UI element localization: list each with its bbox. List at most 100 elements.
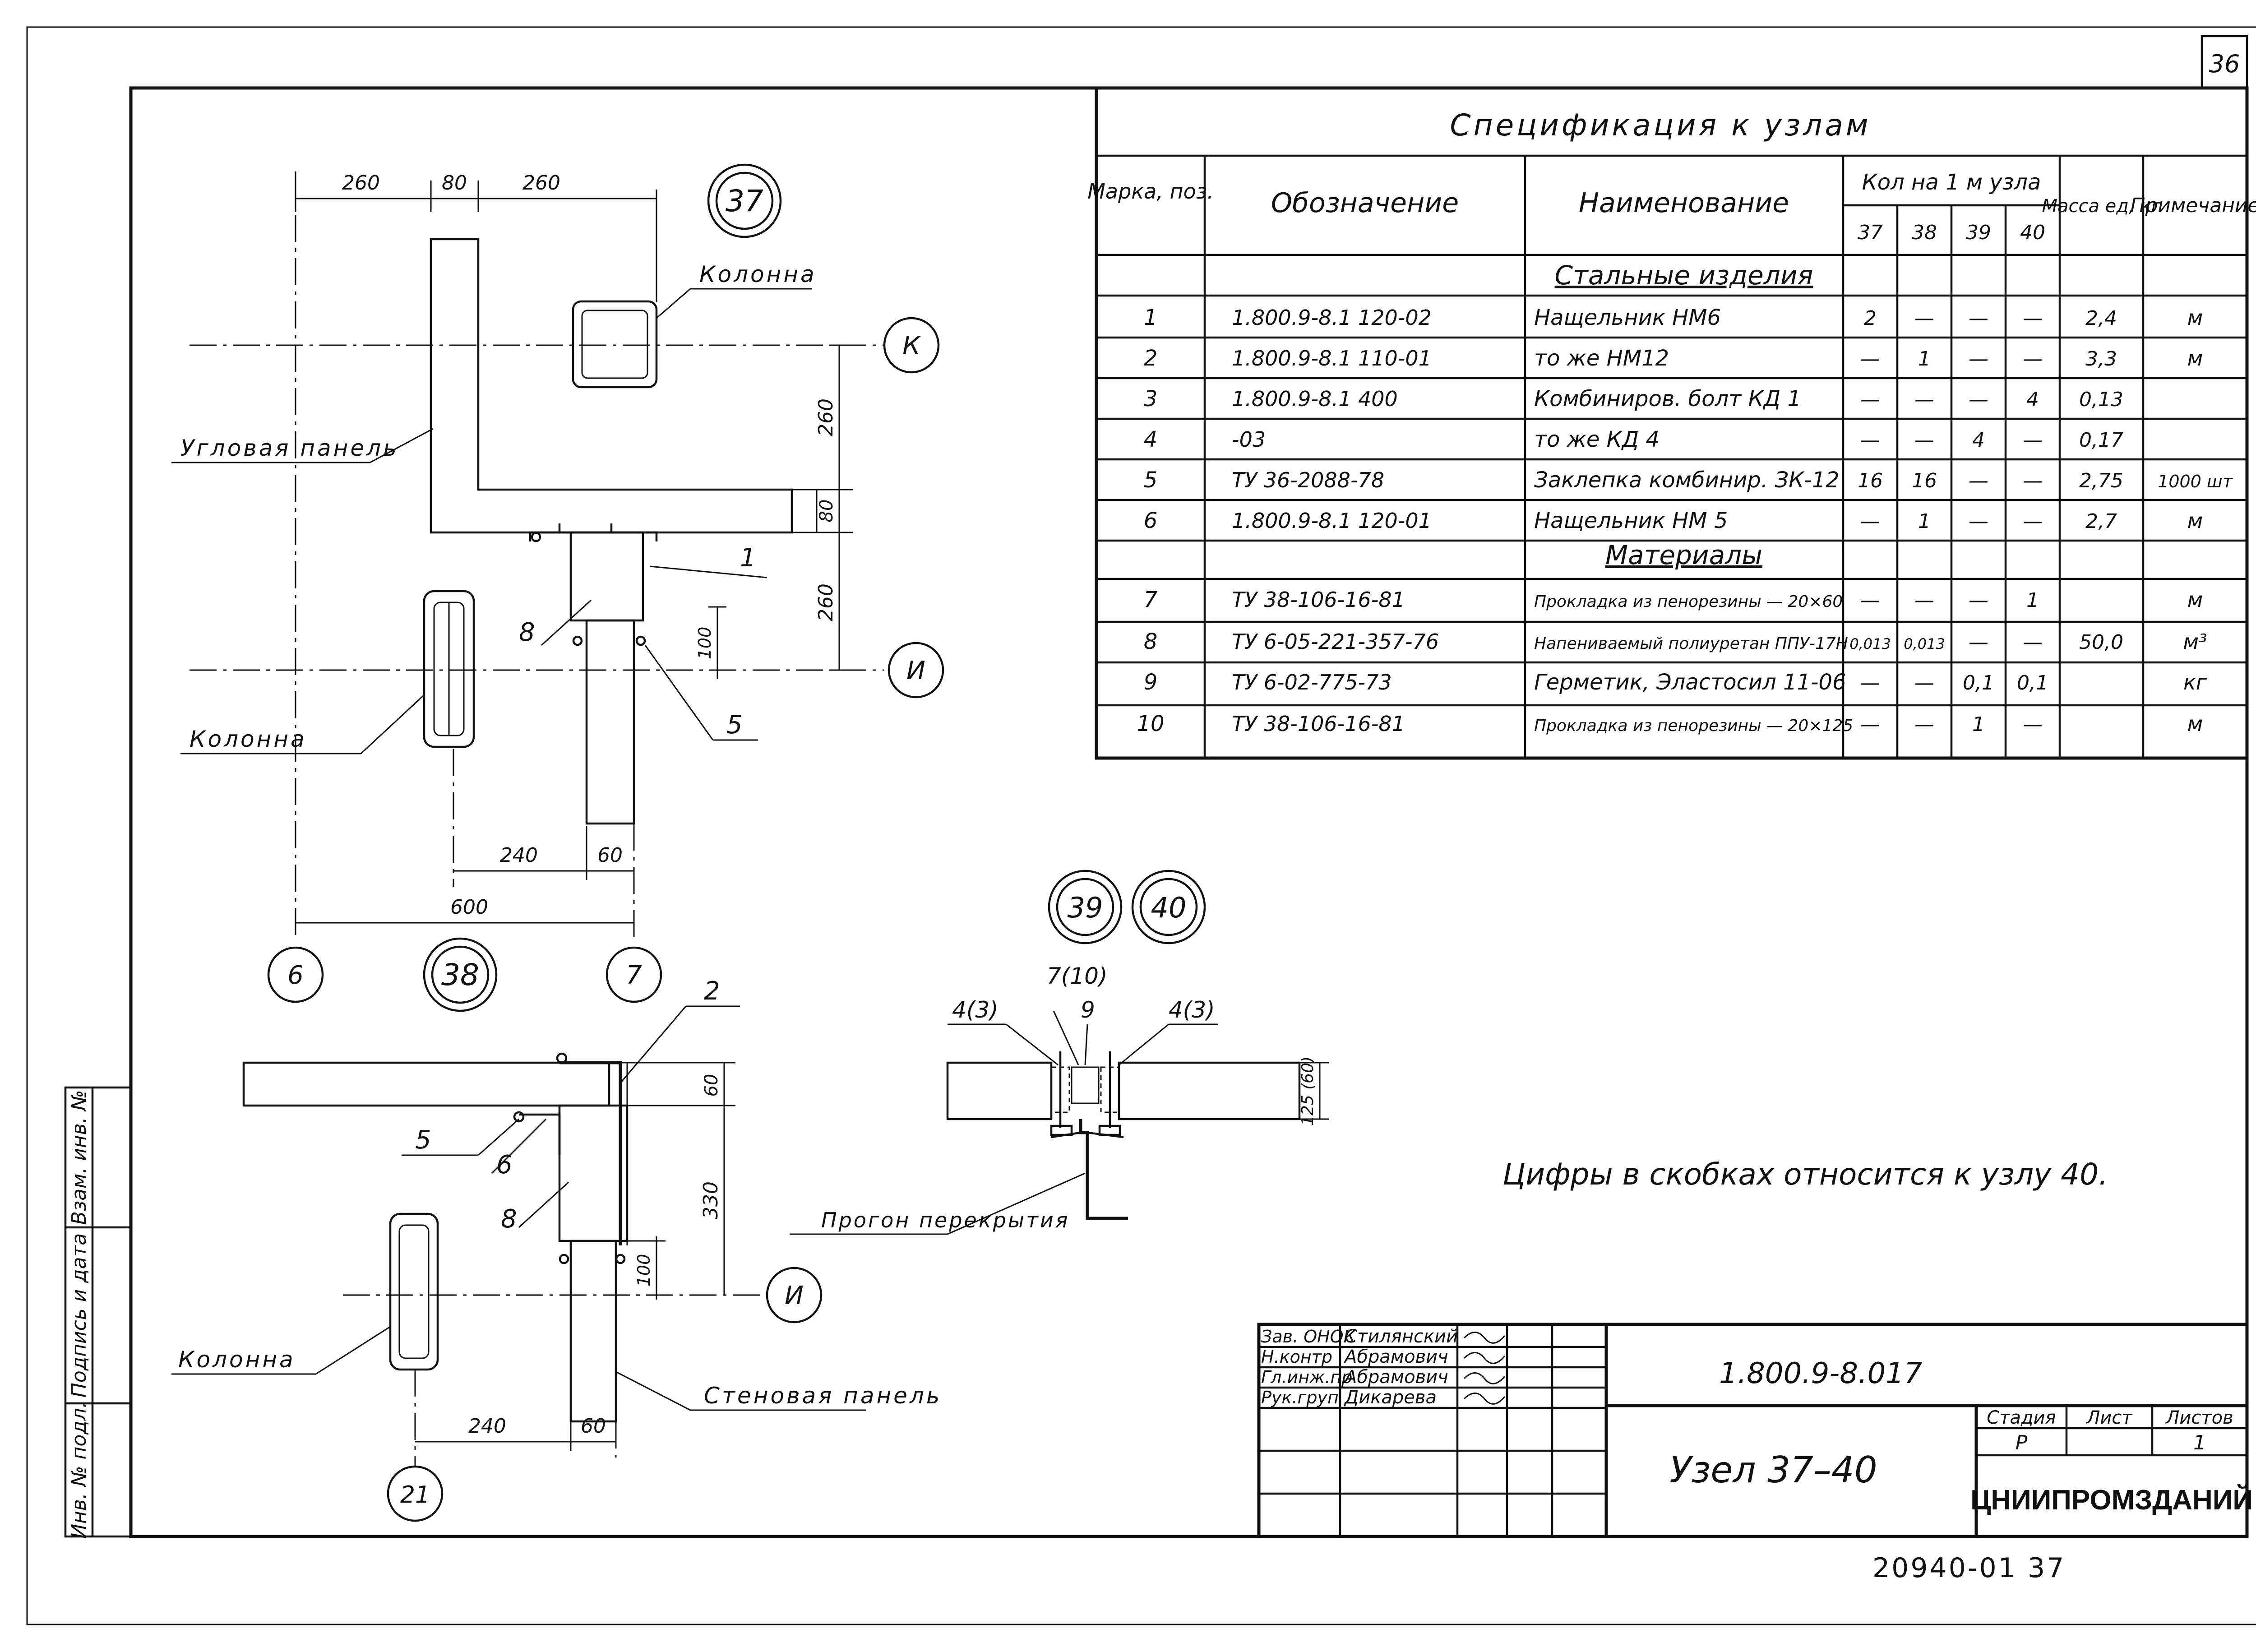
spec-cell-qty: 16 [1912, 469, 1937, 492]
title-block-sheet-label: Лист [2085, 1407, 2133, 1428]
spec-cell-note: м [2187, 509, 2203, 533]
title-block-person: Абрамович [1343, 1347, 1448, 1367]
spec-cell-mark: 9 [1144, 670, 1158, 695]
spec-cell-qty: 4 [1972, 429, 1985, 452]
spec-cell-name: то же НМ12 [1534, 346, 1669, 371]
spec-section-steel: Стальные изделия [1555, 260, 1813, 291]
title-block-stage-label: Стадия [1987, 1407, 2056, 1428]
node-37-axis-6: 6 [287, 961, 304, 990]
node-37-label-column-left: Колонна [190, 726, 307, 752]
title-block-person: Дикарева [1344, 1387, 1437, 1408]
node-38-callout-8: 8 [501, 1204, 517, 1234]
node-37-callout-1: 1 [740, 543, 756, 573]
title-block-role: Зав. ОНОК [1261, 1327, 1357, 1347]
spec-cell-name: Нащельник НМ 5 [1534, 508, 1728, 533]
spec-cell-qty: 0,013 [1849, 635, 1891, 652]
title-block-person: Стилянский [1345, 1326, 1458, 1347]
spec-cell-designation: ТУ 6-02-775-73 [1232, 670, 1392, 694]
spec-cell-qty: — [2023, 631, 2043, 654]
spec-cell-qty: — [2023, 429, 2043, 452]
spec-cell-qty: — [1969, 347, 1988, 370]
spec-cell-qty: — [1860, 671, 1880, 694]
title-block-org: ЦНИИПРОМЗДАНИЙ [1970, 1484, 2253, 1516]
spec-cell-name: Заклепка комбинир. ЗК-12 [1534, 467, 1840, 493]
node-37: 37 260 80 260 [171, 163, 944, 1003]
node-37-dim-top-3: 260 [522, 171, 560, 194]
node-38-callout-2: 2 [704, 976, 720, 1006]
title-block-code: 1.800.9-8.017 [1719, 1357, 1923, 1390]
spec-cell-qty: — [1914, 671, 1934, 694]
spec-cell-note: кг [2183, 670, 2207, 694]
spec-section-materials: Материалы [1605, 540, 1762, 570]
node-37-dim-bottom-2: 60 [597, 844, 623, 867]
spec-cell-name: Комбиниров. болт КД 1 [1534, 386, 1801, 412]
node-37-label-column-top: Колонна [699, 261, 817, 287]
node-38-dim-right-2: 330 [699, 1181, 722, 1219]
spec-header-note: Примечание [2130, 194, 2256, 217]
archive-number: 20940-01 37 [1872, 1552, 2066, 1584]
spec-header-qty: Кол на 1 м узла [1862, 170, 2041, 195]
spec-cell-qty: — [1860, 429, 1880, 452]
spec-cell-mark: 7 [1144, 587, 1158, 612]
node-39-40: 39 40 4(3) 7(10) 9 4(3) 125 (60) [790, 870, 1329, 1235]
spec-cell-mass: 2,7 [2085, 510, 2117, 533]
node-37-axis-K: К [902, 331, 921, 361]
spec-cell-qty: 0,013 [1904, 635, 1945, 652]
spec-cell-mark: 2 [1144, 346, 1158, 371]
spec-cell-note: 1000 шт [2158, 472, 2233, 491]
node-37-callout-8: 8 [519, 618, 535, 647]
node-38-axis-I: И [785, 1281, 804, 1310]
spec-cell-qty: — [1969, 469, 1988, 492]
spec-cell-qty: — [1914, 388, 1934, 411]
node-39-40-callout-1: 4(3) [952, 997, 999, 1023]
signature [1463, 1332, 1506, 1344]
spec-cell-designation: 1.800.9-8.1 400 [1232, 387, 1398, 411]
title-block-person: Абрамович [1343, 1367, 1448, 1388]
spec-cell-designation: -03 [1232, 427, 1266, 452]
spec-cell-qty: — [2023, 307, 2043, 330]
spec-cell-qty: 1 [1918, 347, 1931, 370]
spec-cell-qty: — [1860, 388, 1880, 411]
signature [1463, 1393, 1506, 1405]
spec-header-mark: Марка, поз. [1087, 179, 1214, 204]
node-38-dim-right-1: 60 [701, 1074, 722, 1097]
spec-cell-note: м [2187, 305, 2203, 330]
title-block-title: Узел 37–40 [1669, 1449, 1877, 1491]
spec-cell-name: Прокладка из пенорезины — 20×125 [1534, 717, 1853, 735]
spec-cell-designation: ТУ 38-106-16-81 [1232, 588, 1405, 612]
spec-cell-qty: — [1914, 307, 1934, 330]
node-37-axis-7: 7 [626, 961, 642, 990]
spec-cell-qty: — [1860, 713, 1880, 736]
spec-row: 10 ТУ 38-106-16-81 Прокладка из пенорезины… [1137, 711, 2203, 736]
spec-cell-qty: — [1914, 429, 1934, 452]
node-37-dim-top-1: 260 [342, 171, 380, 194]
spec-cell-mark: 6 [1144, 508, 1158, 533]
node-37-number: 37 [726, 184, 763, 218]
spec-cell-note: м [2187, 712, 2203, 736]
spec-cell-mass: 2,75 [2079, 469, 2123, 492]
spec-header-mass: Масса ед, кг [2042, 196, 2161, 217]
spec-cell-qty: 1 [2026, 589, 2039, 612]
spec-cell-mark: 10 [1137, 711, 1164, 736]
spec-header-qty-col: 37 [1858, 221, 1883, 244]
node-37-dim-bottom-1: 240 [500, 844, 538, 867]
spec-cell-mass: 50,0 [2079, 631, 2123, 654]
sheet-number: 36 [2209, 50, 2240, 78]
node-39-number: 39 [1068, 891, 1103, 924]
spec-cell-qty: — [2023, 469, 2043, 492]
spec-cell-note: м [2187, 346, 2203, 370]
spec-cell-name: Нащельник НМ6 [1534, 305, 1721, 330]
spec-cell-mark: 3 [1144, 386, 1158, 412]
spec-cell-qty: — [1860, 589, 1880, 612]
spec-cell-qty: 0,1 [1963, 671, 1994, 694]
node-37-dim-right-3: 260 [814, 583, 837, 621]
spec-cell-designation: ТУ 38-106-16-81 [1232, 712, 1405, 736]
spec-cell-designation: 1.800.9-8.1 120-01 [1232, 509, 1432, 533]
node-37-dim-right-4: 100 [695, 627, 715, 660]
node-37-callout-5: 5 [726, 710, 743, 740]
